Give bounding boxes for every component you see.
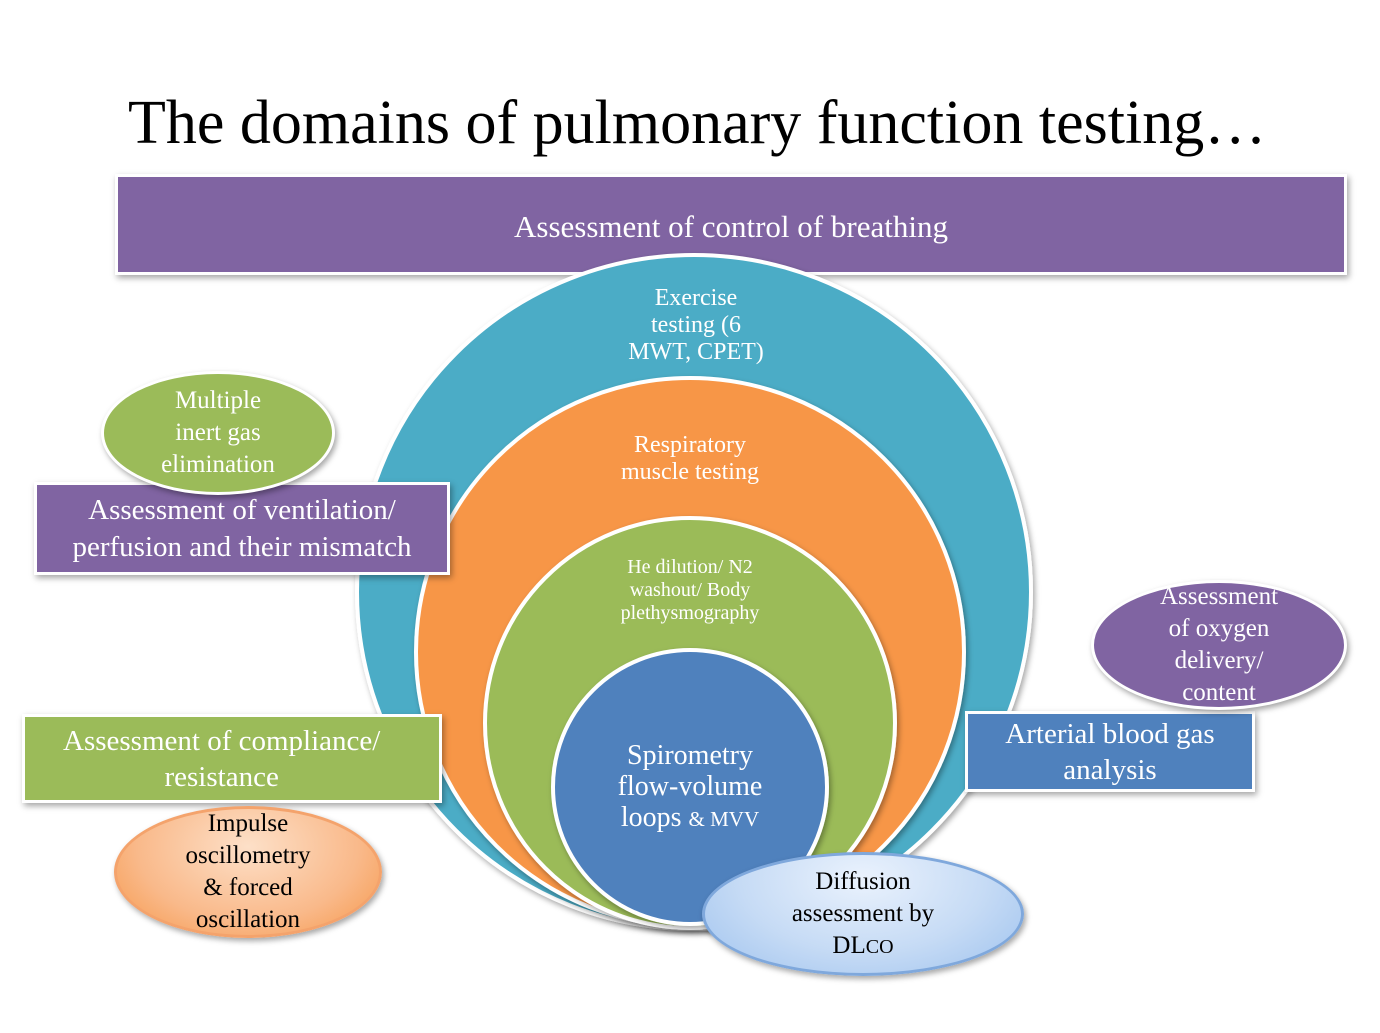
spirometry-main-text: Spirometry flow-volume loops [617,740,763,833]
arterial-blood-gas-banner: Arterial blood gas analysis [965,711,1255,792]
ventilation-perfusion-label: Assessment of ventilation/ perfusion and… [72,493,412,563]
inert-gas-ellipse: Multiple inert gas elimination [101,371,335,495]
diffusion-dlco-label: Diffusion assessment by DLCO [792,866,934,963]
arterial-blood-gas-label: Arterial blood gas analysis [1005,717,1215,786]
ventilation-perfusion-banner: Assessment of ventilation/ perfusion and… [34,482,450,575]
impulse-oscillometry-label: Impulse oscillometry & forced oscillatio… [185,810,311,933]
inert-gas-label: Multiple inert gas elimination [161,387,275,478]
lung-volumes-label: He dilution/ N2 washout/ Body plethysmog… [620,556,760,624]
impulse-oscillometry-ellipse: Impulse oscillometry & forced oscillatio… [114,806,382,938]
exercise-testing-label: Exercise testing (6 MWT, CPET) [628,285,764,365]
respiratory-muscle-label: Respiratory muscle testing [621,432,759,485]
slide-title: The domains of pulmonary function testin… [128,89,1267,157]
control-of-breathing-label: Assessment of control of breathing [514,209,948,244]
diffusion-text: Diffusion assessment by DL [791,867,935,959]
compliance-resistance-banner: Assessment of compliance/ resistance [22,714,442,803]
co-subscript: CO [865,935,894,958]
diffusion-dlco-ellipse: Diffusion assessment by DLCO [702,852,1024,976]
control-of-breathing-banner: Assessment of control of breathing [115,174,1347,275]
oxygen-delivery-label: Assessment of oxygen delivery/ content [1159,583,1279,706]
spirometry-label: Spirometry flow-volume loops & MVV [575,740,805,835]
compliance-resistance-label: Assessment of compliance/ resistance [63,724,381,793]
oxygen-delivery-ellipse: Assessment of oxygen delivery/ content [1091,580,1347,710]
mvv-text: & MVV [688,807,760,831]
spirometry-core [551,648,829,926]
